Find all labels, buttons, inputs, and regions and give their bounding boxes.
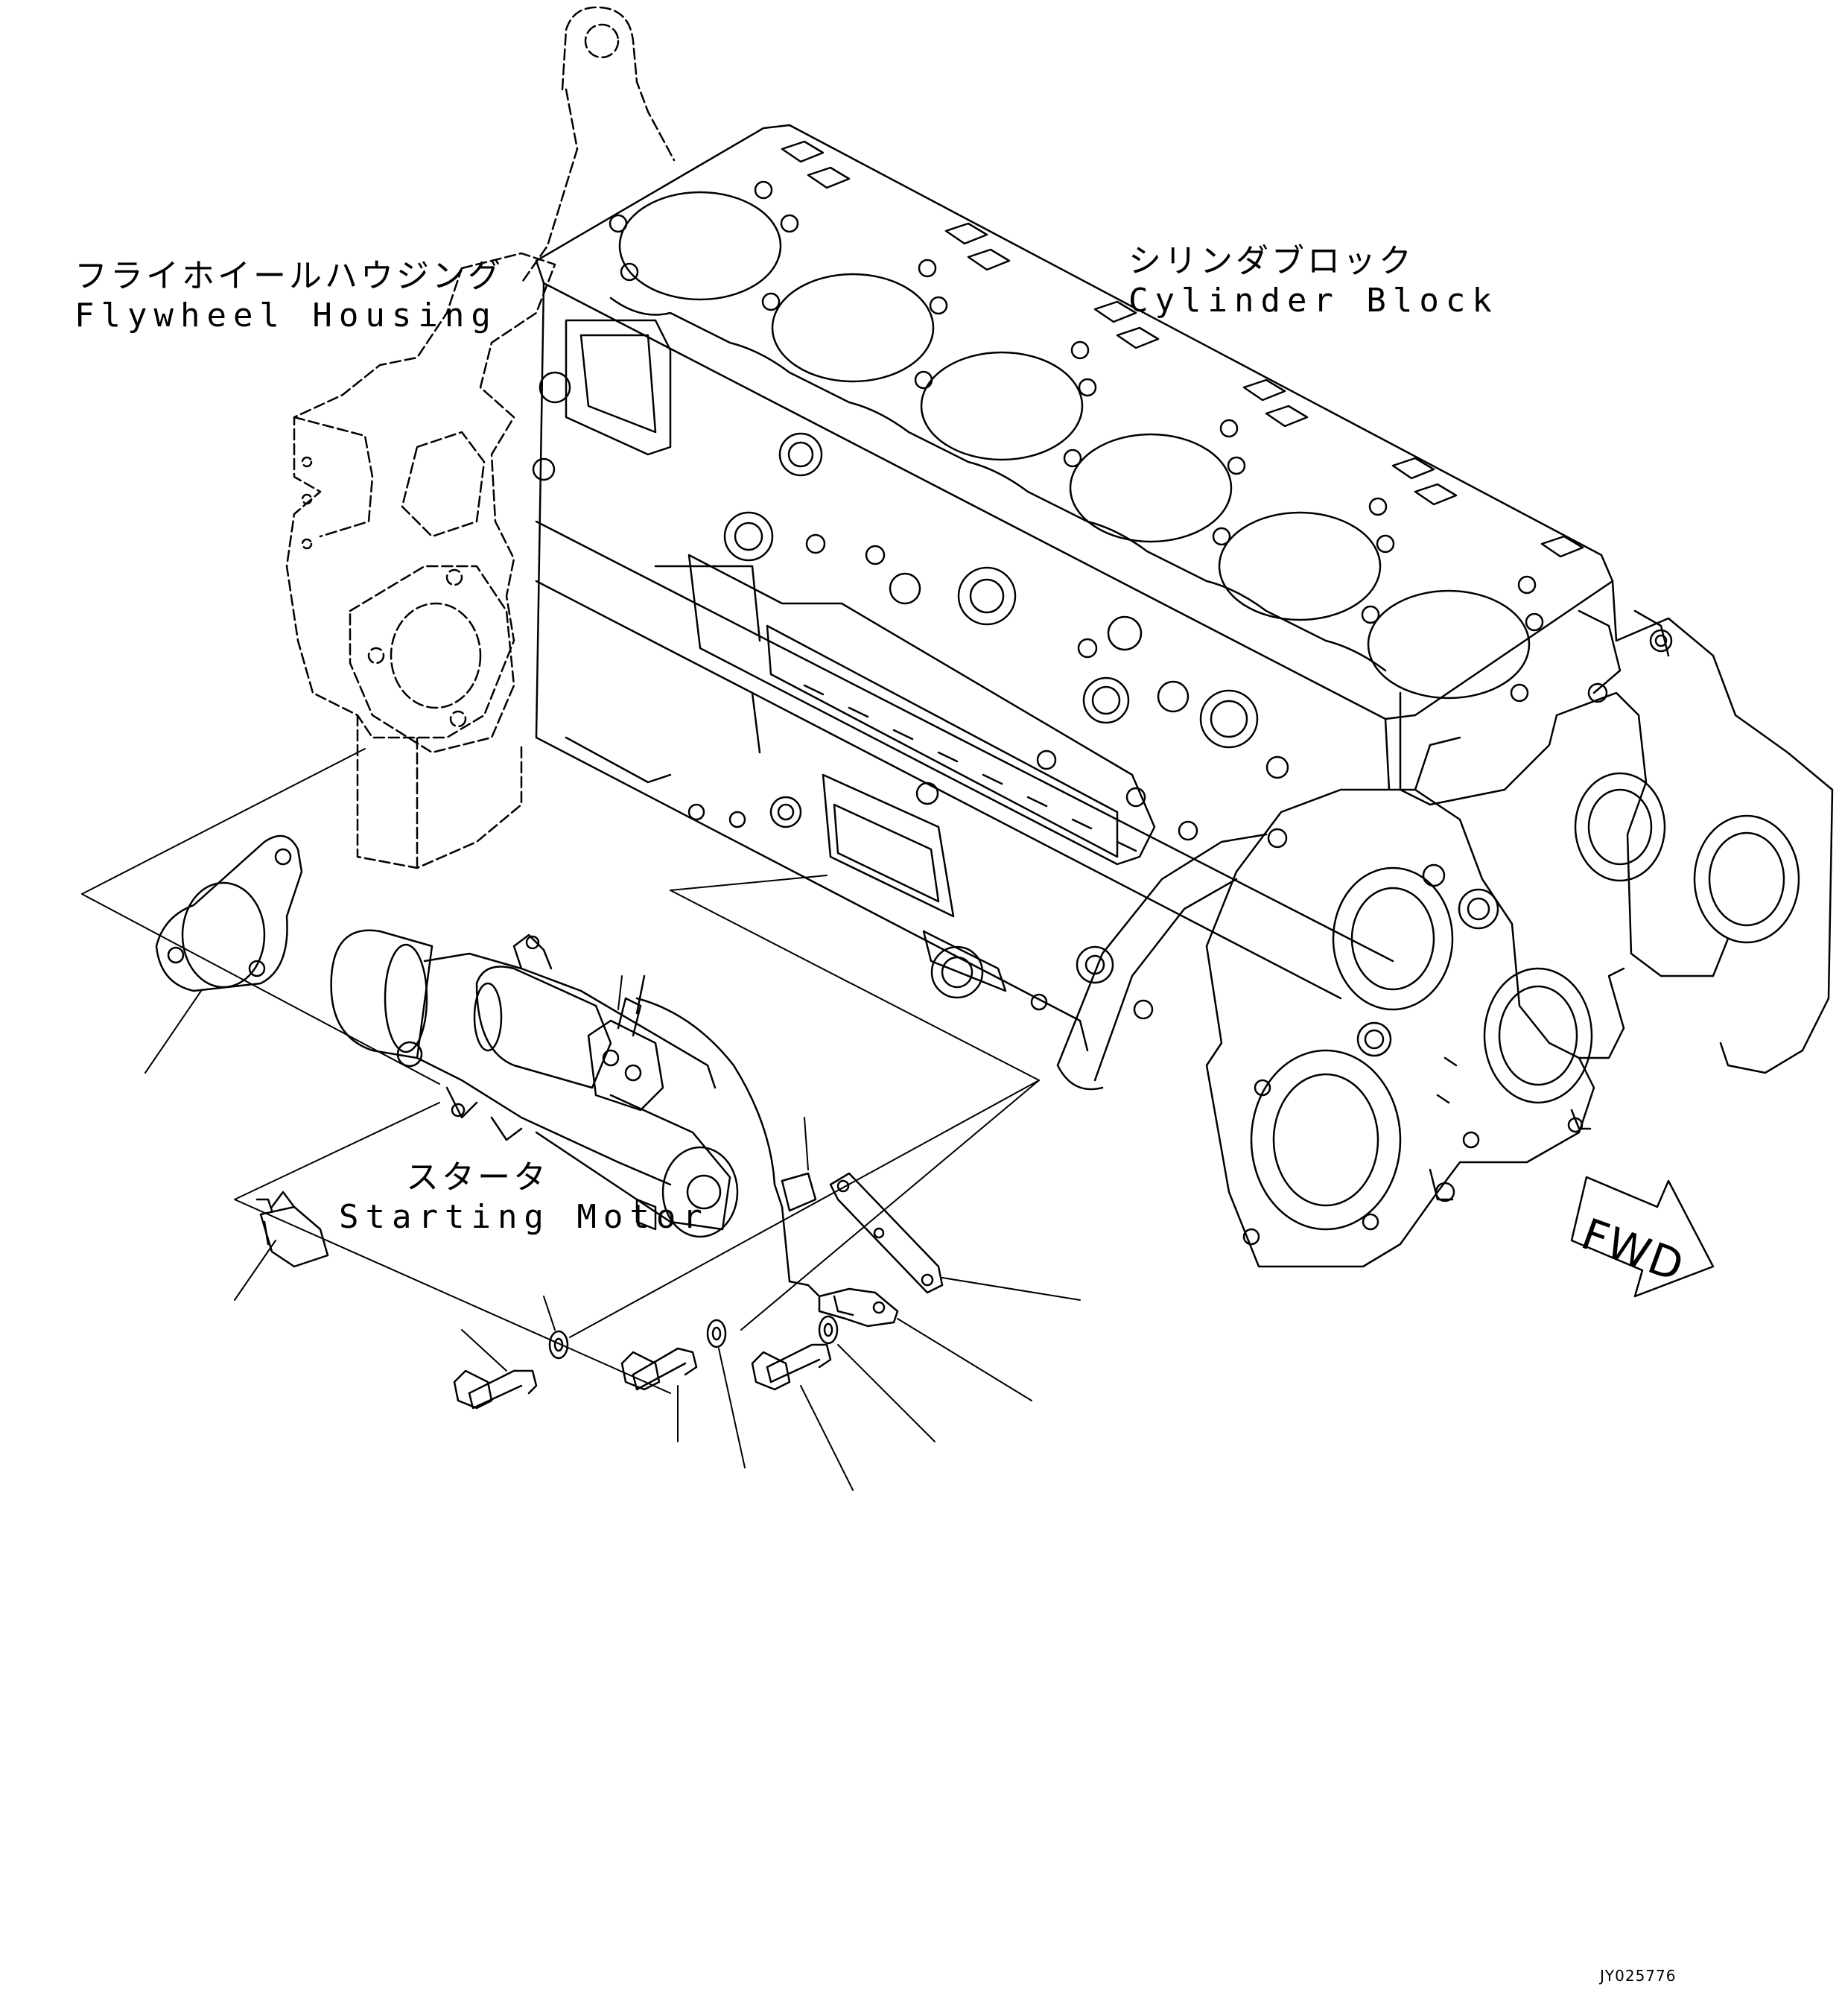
drawing-id: JY025776 — [1600, 1967, 1677, 1985]
bolt-2 — [620, 1347, 698, 1391]
starting-motor-label-jp: スタータ — [406, 1158, 549, 1196]
bore-1 — [618, 191, 782, 301]
starter-gasket — [155, 834, 303, 992]
fwd-arrow — [1570, 1176, 1715, 1298]
bolt-3 — [751, 1343, 832, 1391]
starting-motor-label: スタータ Starting Motor — [339, 1158, 709, 1237]
bolt-1 — [453, 1369, 538, 1410]
bore-3 — [920, 351, 1084, 461]
bore-5 — [1218, 511, 1382, 621]
head-bolt-holes — [609, 180, 1544, 703]
coolant-passages — [781, 140, 1584, 558]
callout-lines — [81, 748, 1081, 1491]
bore-2 — [771, 273, 935, 383]
ground-bracket — [818, 1172, 944, 1328]
flywheel-housing-label-en: Flywheel Housing — [74, 296, 498, 335]
bore-4 — [1069, 433, 1233, 543]
bolt-motor-mount — [255, 1191, 329, 1268]
washers — [548, 1315, 839, 1360]
flywheel-housing-label-jp: フライホイールハウジング — [74, 257, 504, 295]
starting-motor — [330, 929, 821, 1298]
flywheel-housing-label: フライホイールハウジング Flywheel Housing — [74, 257, 504, 336]
cylinder-block-label: シリンダブロック Cylinder Block — [1128, 242, 1499, 321]
cylinder-block — [532, 124, 1834, 1268]
flywheel-housing — [285, 6, 676, 869]
bore-6 — [1367, 589, 1531, 700]
starting-motor-label-en: Starting Motor — [339, 1197, 709, 1236]
cylinder-block-label-jp: シリンダブロック — [1128, 242, 1414, 280]
cylinder-block-label-en: Cylinder Block — [1128, 281, 1499, 320]
